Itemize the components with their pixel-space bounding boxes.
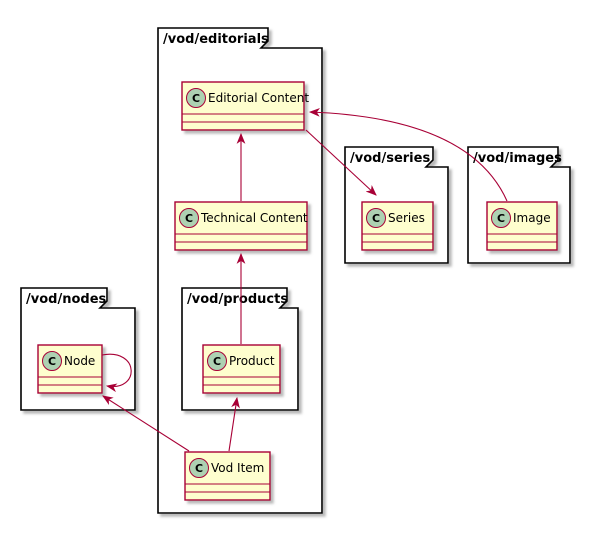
- class-node: C Node: [37, 344, 103, 394]
- class-name: Image: [513, 211, 551, 225]
- class-technical-content: C Technical Content: [174, 201, 308, 251]
- class-name: Node: [64, 354, 95, 368]
- class-c-circle-icon: [189, 458, 209, 478]
- class-name: Vod Item: [211, 461, 264, 475]
- class-c-letter: C: [372, 212, 380, 225]
- arrow-vod-item-to-product: [228, 396, 240, 452]
- class-series: C Series: [361, 201, 434, 251]
- class-name: Product: [229, 354, 275, 368]
- arrow-node-self-loop: [101, 353, 132, 393]
- class-name: Technical Content: [200, 211, 308, 225]
- package-label: /vod/nodes: [26, 292, 107, 307]
- class-image: C Image: [486, 201, 558, 251]
- class-c-circle-icon: [207, 351, 227, 371]
- class-product: C Product: [202, 344, 281, 394]
- class-c-circle-icon: [366, 208, 386, 228]
- class-c-letter: C: [195, 462, 203, 475]
- arrow-image-to-editorial-content: [308, 107, 508, 202]
- class-c-circle-icon: [186, 88, 206, 108]
- class-c-letter: C: [185, 212, 193, 225]
- class-c-circle-icon: [42, 351, 62, 371]
- package-label: /vod/editorials: [163, 32, 269, 47]
- arrow-vod-item-to-node: [102, 395, 190, 452]
- arrow-editorial-content-to-series: [305, 129, 377, 196]
- class-c-letter: C: [213, 355, 221, 368]
- class-name: Editorial Content: [208, 91, 309, 105]
- class-name: Series: [388, 211, 425, 225]
- class-c-circle-icon: [179, 208, 199, 228]
- package-label: /vod/images: [473, 151, 562, 166]
- class-editorial-content: C Editorial Content: [181, 81, 309, 131]
- package-label: /vod/products: [187, 292, 288, 307]
- package-label: /vod/series: [350, 151, 430, 166]
- class-c-letter: C: [192, 92, 200, 105]
- class-c-circle-icon: [491, 208, 511, 228]
- class-c-letter: C: [48, 355, 56, 368]
- class-c-letter: C: [497, 212, 505, 225]
- class-vod-item: C Vod Item: [184, 451, 271, 501]
